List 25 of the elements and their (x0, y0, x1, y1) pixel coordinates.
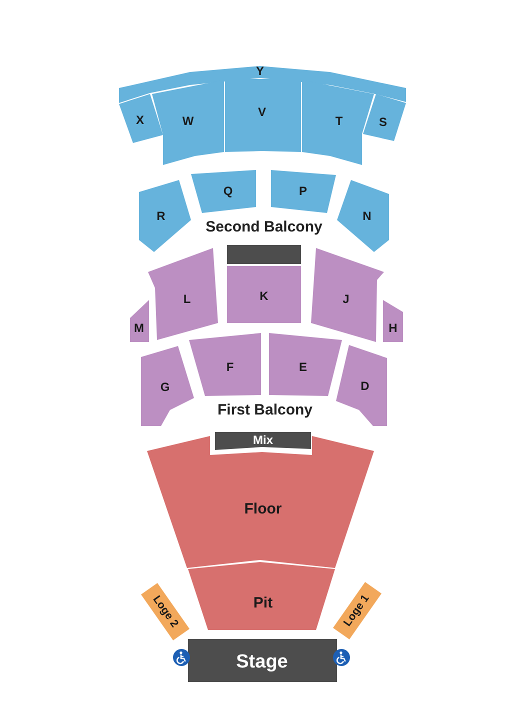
section-label: V (258, 106, 266, 118)
section-label: Pit (253, 596, 273, 610)
section-label: H (388, 322, 398, 334)
section-label: Floor (244, 502, 282, 516)
section-label: L (183, 293, 191, 305)
section-label: W (182, 115, 194, 127)
section-label: F (226, 361, 234, 373)
section-label: S (379, 116, 387, 128)
section-label: Mix (253, 434, 273, 446)
section-label: Y (256, 65, 264, 77)
section-label: Q (223, 185, 233, 197)
section-label: T (335, 115, 343, 127)
area-label: Second Balcony (206, 218, 322, 236)
section-label: D (360, 380, 370, 392)
section-label: K (260, 290, 268, 302)
section-label: E (299, 361, 307, 373)
section-label: G (160, 381, 170, 393)
section-label: P (299, 185, 307, 197)
section-label: X (136, 114, 144, 126)
section-label: N (362, 210, 372, 222)
area-label: First Balcony (217, 402, 313, 418)
section-label: J (342, 293, 350, 305)
section-label: M (134, 322, 144, 334)
section-label: R (156, 210, 166, 222)
stage-label: Stage (236, 652, 288, 672)
